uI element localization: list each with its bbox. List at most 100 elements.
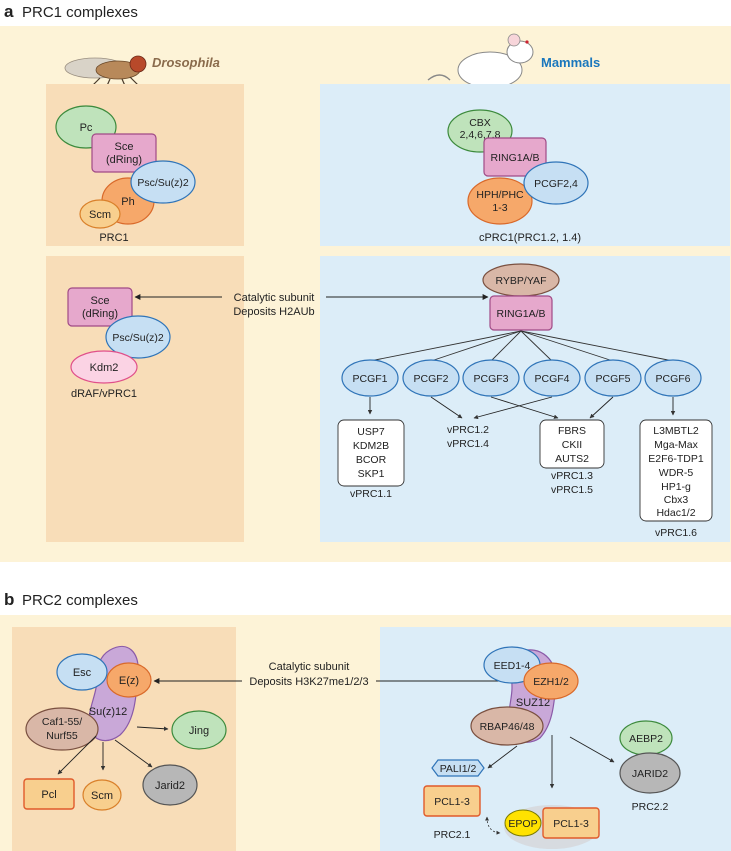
- sce-draf-label: Sce: [91, 295, 110, 307]
- ez-label: E(z): [119, 675, 139, 687]
- cbx3-label: Cbx3: [664, 494, 689, 506]
- scm-label: Scm: [89, 209, 111, 221]
- pcgf2-label: PCGF2: [413, 373, 448, 385]
- skp1-label: SKP1: [358, 468, 385, 480]
- ring-to-pcgf-lines: [369, 330, 674, 362]
- caf1-subunit: [25, 707, 99, 751]
- ring1-label: RING1A/B: [490, 152, 539, 164]
- prc22-caption: PRC2.2: [632, 801, 669, 813]
- cbx-label: CBX: [469, 117, 491, 129]
- pali-subunit: [431, 759, 485, 777]
- epop-subunit: [504, 809, 542, 837]
- pcgf5-label: PCGF5: [595, 373, 630, 385]
- e2f6-label: E2F6-TDP1: [648, 453, 704, 465]
- vprc15-caption: vPRC1.5: [551, 484, 593, 496]
- pcl-a-label: PCL1-3: [434, 796, 470, 808]
- kdm2b-label: KDM2B: [353, 440, 389, 452]
- psc-label: Psc/Su(z)2: [137, 177, 189, 189]
- suz12-fly-label: Su(z)12: [89, 706, 128, 718]
- psc-subunit: [130, 160, 196, 204]
- sce-subunit-draf: [67, 287, 133, 327]
- pcgf4-label: PCGF4: [534, 373, 569, 385]
- cprc1-caption: cPRC1(PRC1.2, 1.4): [479, 232, 581, 244]
- pcgf1-label: PCGF1: [352, 373, 387, 385]
- pcl-b-label: PCL1-3: [553, 818, 589, 830]
- pcgf3-subunit: [462, 359, 520, 397]
- catalytic-b-label-1: Catalytic subunit: [269, 661, 350, 673]
- pcl-fly-subunit: [23, 778, 75, 810]
- fly-draf-caption: dRAF/vPRC1: [71, 388, 137, 400]
- vprc16-box: [639, 419, 713, 522]
- pcl-b-subunit: [542, 807, 600, 839]
- panel-a: a PRC1 complexes Drosophila Mammals Pc: [0, 2, 731, 562]
- fly-prc1-caption: PRC1: [99, 232, 128, 244]
- pcgf5-subunit: [584, 359, 642, 397]
- jarid2-label: JARID2: [632, 768, 668, 780]
- panel-b-title: PRC2 complexes: [22, 592, 138, 609]
- wdr5-label: WDR-5: [659, 467, 694, 479]
- prc21-dashed-arrow: [485, 816, 501, 835]
- caf1-label: Caf1-55/: [42, 716, 82, 728]
- rbap-subunit: [470, 706, 544, 746]
- jarid2-fly-subunit: [142, 764, 198, 806]
- auts2-label: AUTS2: [555, 453, 589, 465]
- catalytic-label-1: Catalytic subunit: [234, 292, 315, 304]
- panel-b-letter: b: [4, 590, 14, 609]
- fly-prc2-arrows: [57, 726, 169, 775]
- pcgf1-subunit: [341, 359, 399, 397]
- vprc13-caption: vPRC1.3: [551, 470, 593, 482]
- pcl-fly-label: Pcl: [41, 789, 56, 801]
- usp7-label: USP7: [357, 426, 385, 438]
- aebp2-label: AEBP2: [629, 733, 663, 745]
- ph-label: Ph: [121, 196, 134, 208]
- ring1-subunit: [483, 137, 547, 177]
- l3mbtl2-label: L3MBTL2: [653, 425, 699, 437]
- prc21-caption: PRC2.1: [434, 829, 471, 841]
- mammal-prc2-arrows: [487, 735, 615, 789]
- jing-label: Jing: [189, 725, 209, 737]
- jarid2-fly-label: Jarid2: [155, 780, 185, 792]
- pc-label: Pc: [80, 122, 93, 134]
- fbrs-label: FBRS: [558, 425, 586, 437]
- pcgf24-label: PCGF2,4: [534, 178, 578, 190]
- catalytic-b-label-2: Deposits H3K27me1/2/3: [249, 676, 368, 688]
- mga-max-label: Mga-Max: [654, 439, 699, 451]
- pcgf24-subunit: [523, 161, 589, 205]
- hph-subunit: [467, 177, 533, 225]
- scm-subunit: [79, 199, 121, 229]
- panel-a-title: PRC1 complexes: [22, 4, 138, 21]
- rybp-label: RYBP/YAF: [496, 275, 547, 287]
- pcgf6-subunit: [644, 359, 702, 397]
- jarid2-subunit: [619, 752, 681, 794]
- caf1-sublabel: Nurf55: [46, 730, 78, 742]
- ez-subunit: [106, 662, 152, 698]
- panel-b: b PRC2 complexes Su(z)12 Esc E(z) Caf1-5…: [0, 590, 731, 851]
- pali-label: PALI1/2: [440, 763, 477, 775]
- sce-sublabel: (dRing): [106, 154, 142, 166]
- catalytic-label-2: Deposits H2AUb: [233, 306, 314, 318]
- psc-subunit-draf: [105, 315, 171, 359]
- sce-label: Sce: [115, 141, 134, 153]
- vprc11-caption: vPRC1.1: [350, 488, 392, 500]
- pcgf3-label: PCGF3: [473, 373, 508, 385]
- scm-fly-label: Scm: [91, 790, 113, 802]
- ezh-subunit: [523, 662, 579, 700]
- hph-sublabel: 1-3: [492, 202, 507, 214]
- pcgf2-subunit: [402, 359, 460, 397]
- hp1g-label: HP1-g: [661, 481, 691, 493]
- fly-illustration: [64, 55, 147, 89]
- epop-label: EPOP: [508, 818, 537, 830]
- pcgf-row: PCGF1 PCGF2 PCGF3 PCGF4 PCGF5 PCGF6: [341, 359, 702, 397]
- jing-subunit: [171, 710, 227, 750]
- ring1-v-label: RING1A/B: [496, 308, 545, 320]
- ring1-v-subunit: [489, 295, 553, 331]
- ezh-label: EZH1/2: [533, 676, 569, 688]
- vprc13-box: [539, 419, 605, 469]
- pcgf6-label: PCGF6: [655, 373, 690, 385]
- esc-label: Esc: [73, 667, 92, 679]
- suz12-mammal-label: SUZ12: [516, 697, 550, 709]
- bcor-label: BCOR: [356, 454, 387, 466]
- sce-draf-sublabel: (dRing): [82, 308, 118, 320]
- vprc12-label: vPRC1.2: [447, 424, 489, 436]
- scm-fly-subunit: [82, 779, 122, 811]
